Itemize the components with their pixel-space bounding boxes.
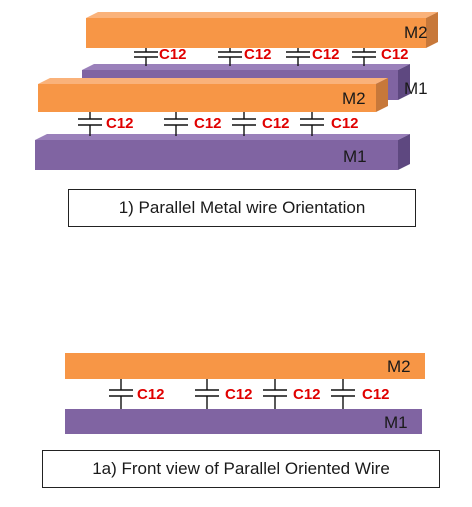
front-capacitor-3: C12 xyxy=(232,112,290,136)
front-view-capacitor-2: C12 xyxy=(195,379,253,409)
front-m2-label: M2 xyxy=(342,89,366,108)
front-view-capacitor-1: C12 xyxy=(109,379,165,409)
front-capacitor-4: C12 xyxy=(300,112,359,136)
front-capacitor-2: C12 xyxy=(164,112,222,136)
perspective-caption: 1) Parallel Metal wire Orientation xyxy=(68,189,416,227)
front-view-capacitor-4-label: C12 xyxy=(362,386,390,403)
back-capacitor-3: C12 xyxy=(286,46,340,66)
front-view-m1-wire: M1 xyxy=(65,409,422,434)
back-capacitor-4: C12 xyxy=(352,46,409,66)
front-view-m1-label: M1 xyxy=(384,413,408,432)
front-view-m2-label: M2 xyxy=(387,357,411,376)
front-view-capacitor-3-label: C12 xyxy=(293,386,321,403)
front-view-capacitor-3: C12 xyxy=(263,379,321,409)
front-capacitor-2-label: C12 xyxy=(194,115,222,132)
front-view: M2 M1 C12 C12 C12 C12 xyxy=(65,353,425,434)
front-view-capacitor-1-label: C12 xyxy=(137,386,165,403)
back-capacitor-1: C12 xyxy=(134,46,187,66)
back-capacitor-1-label: C12 xyxy=(159,46,187,63)
front-m1-wire: M1 xyxy=(35,134,410,170)
front-view-capacitor-2-label: C12 xyxy=(225,386,253,403)
front-view-caption: 1a) Front view of Parallel Oriented Wire xyxy=(42,450,440,488)
back-capacitor-4-label: C12 xyxy=(381,46,409,63)
back-capacitor-2-label: C12 xyxy=(244,46,272,63)
back-m2-label: M2 xyxy=(404,23,428,42)
front-m1-label: M1 xyxy=(343,147,367,166)
front-view-m2-wire: M2 xyxy=(65,353,425,379)
front-capacitor-3-label: C12 xyxy=(262,115,290,132)
front-view-capacitor-4: C12 xyxy=(331,379,390,409)
front-capacitor-4-label: C12 xyxy=(331,115,359,132)
front-capacitor-1-label: C12 xyxy=(106,115,134,132)
back-capacitor-2: C12 xyxy=(218,46,272,66)
back-m2-wire: M2 xyxy=(86,12,438,48)
front-m2-wire: M2 xyxy=(38,78,388,112)
front-capacitor-1: C12 xyxy=(78,112,134,136)
front-group: M1 M2 C12 C12 C12 C12 xyxy=(35,78,410,170)
back-capacitor-3-label: C12 xyxy=(312,46,340,63)
back-m1-label: M1 xyxy=(404,79,428,98)
